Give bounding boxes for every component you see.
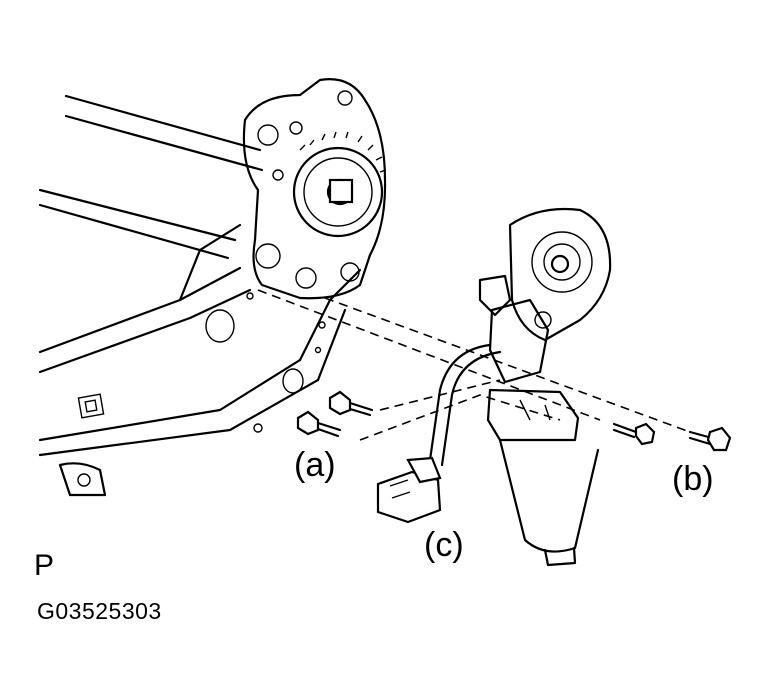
connector-c <box>376 343 502 524</box>
callout-a: (a) <box>294 446 336 484</box>
bolts-b <box>612 422 732 452</box>
window-motor <box>478 207 612 567</box>
callout-b: (b) <box>672 460 714 498</box>
bolts-a <box>296 390 374 438</box>
view-mark: P <box>34 549 55 582</box>
regulator-bracket <box>242 78 387 300</box>
regulator-frame <box>38 94 362 497</box>
callout-c: (c) <box>424 526 464 564</box>
figure-code: G03525303 <box>37 598 162 624</box>
